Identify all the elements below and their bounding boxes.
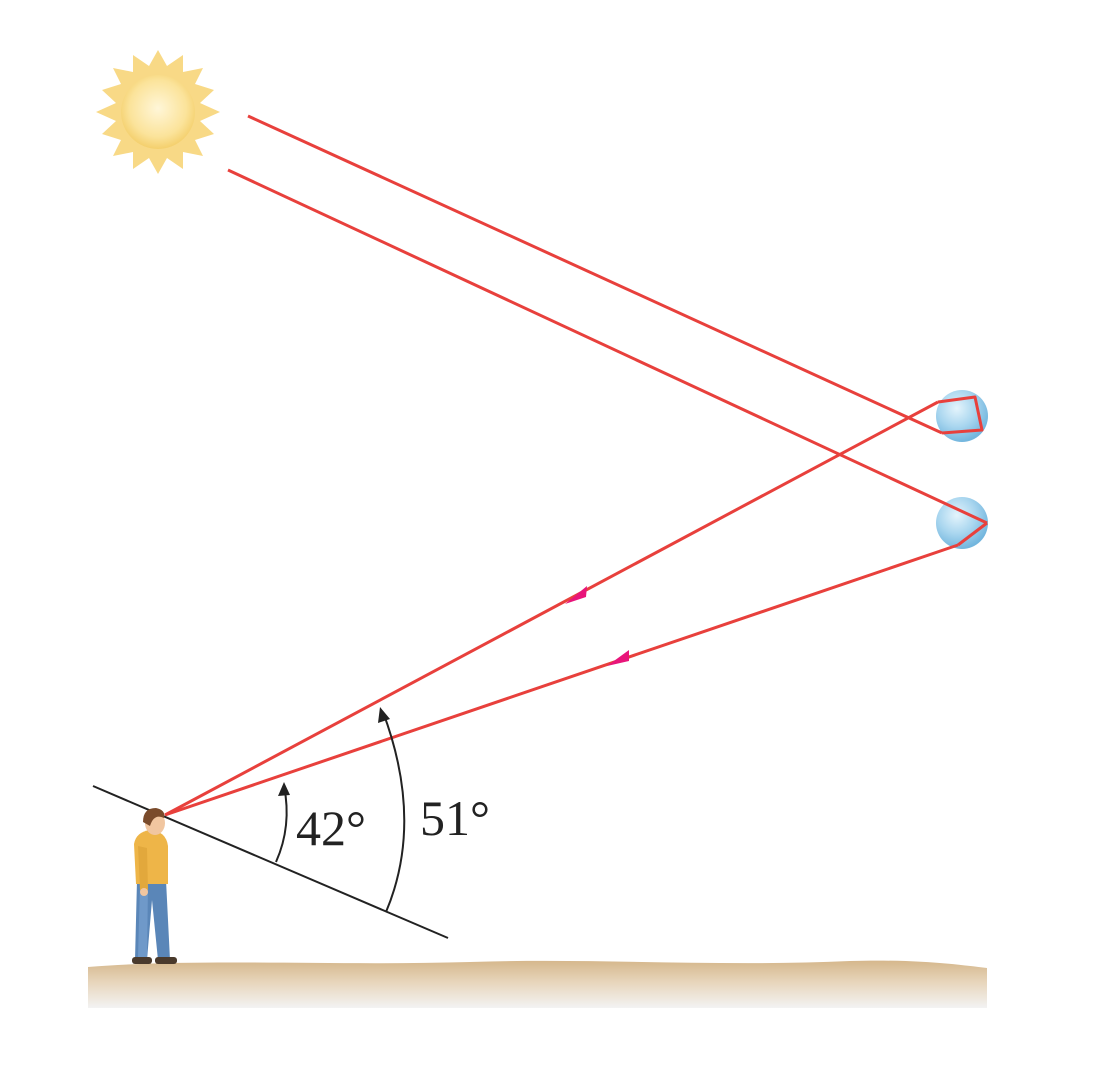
arrowhead-icon: [278, 782, 290, 796]
sun-icon: [96, 50, 220, 174]
incident-ray-lower: [227, 168, 988, 525]
angle-arc-42: [275, 785, 288, 863]
ground: [88, 960, 987, 1008]
angle-label-42: 42°: [296, 800, 366, 856]
emergent-ray-primary: [164, 543, 959, 817]
water-droplet-icon: [936, 497, 988, 549]
angle-arc-51: [382, 711, 406, 913]
person-icon: [132, 808, 177, 964]
arrowhead-icon: [378, 707, 390, 723]
arrowhead-icon: [565, 586, 587, 604]
emergent-ray-secondary: [164, 400, 939, 817]
internal-path-upper-droplet: [937, 395, 984, 435]
arrowhead-icon: [607, 650, 629, 666]
angle-label-51: 51°: [420, 790, 490, 846]
incident-ray-upper: [247, 114, 943, 435]
internal-path-lower-droplet: [957, 521, 988, 547]
